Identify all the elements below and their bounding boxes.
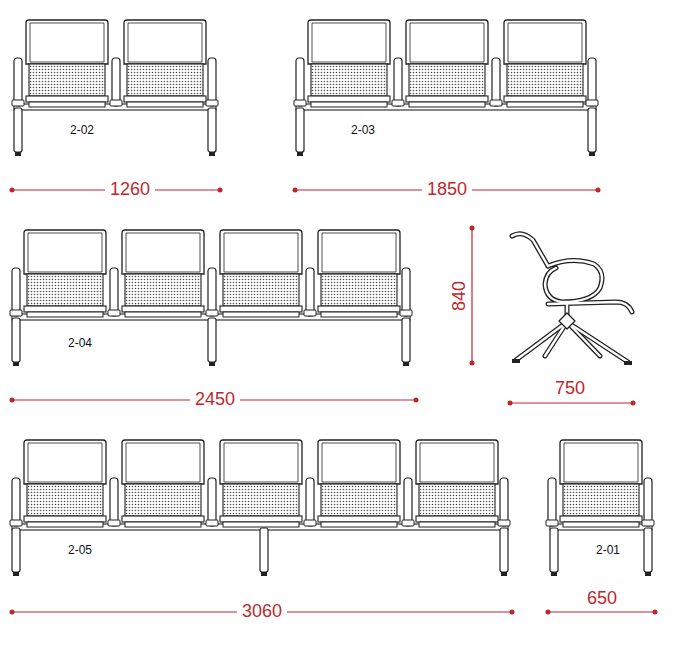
model-number: 2-01 <box>596 544 620 557</box>
dimension-value: 2450 <box>190 390 240 410</box>
side-view-chair <box>512 234 632 365</box>
dimension-value: 750 <box>550 379 590 399</box>
dimension-value: 3060 <box>237 602 287 622</box>
dimension-lines <box>10 188 658 615</box>
model-number: 2-04 <box>68 337 92 350</box>
bench-2-04 <box>10 230 412 366</box>
dimension-value: 650 <box>582 589 622 609</box>
dimension-value: 840 <box>450 276 470 316</box>
dimension-value: 1850 <box>422 180 472 200</box>
model-number: 2-05 <box>68 544 92 557</box>
bench-2-03 <box>294 20 598 156</box>
model-number: 2-02 <box>70 124 94 137</box>
model-number: 2-03 <box>351 124 375 137</box>
chair-2-01 <box>546 440 654 576</box>
bench-2-05 <box>10 440 510 576</box>
bench-2-02 <box>12 20 218 156</box>
dimension-value: 1260 <box>105 180 155 200</box>
